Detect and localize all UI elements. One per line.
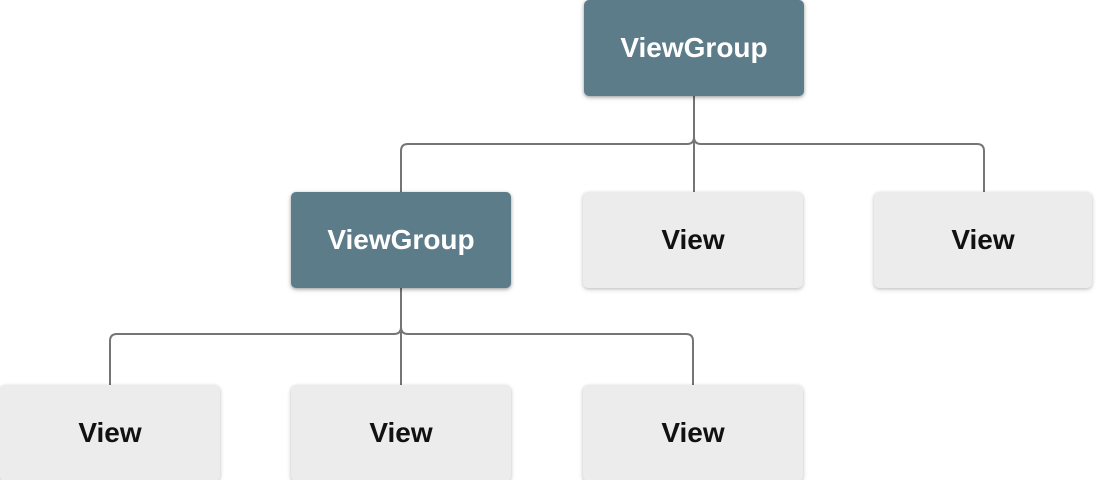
node-label: ViewGroup bbox=[327, 224, 475, 255]
node-label: View bbox=[951, 224, 1015, 255]
node-child-view-1: View bbox=[583, 192, 803, 288]
node-root-viewgroup: ViewGroup bbox=[584, 0, 804, 96]
node-child-viewgroup: ViewGroup bbox=[291, 192, 511, 288]
node-grandchild-view-3: View bbox=[583, 385, 803, 480]
node-child-view-2: View bbox=[874, 192, 1092, 288]
node-label: View bbox=[661, 224, 725, 255]
node-label: ViewGroup bbox=[620, 32, 768, 63]
connector-childviewgroup-to-grandchild-1 bbox=[109, 288, 402, 385]
node-label: View bbox=[661, 417, 725, 448]
connector-root-to-child-viewgroup bbox=[400, 96, 695, 192]
node-label: View bbox=[78, 417, 142, 448]
node-grandchild-view-1: View bbox=[0, 385, 220, 480]
node-label: View bbox=[369, 417, 433, 448]
connector-childviewgroup-to-grandchild-3 bbox=[400, 288, 694, 385]
connector-root-to-child-view-2 bbox=[693, 96, 985, 192]
node-grandchild-view-2: View bbox=[291, 385, 511, 480]
